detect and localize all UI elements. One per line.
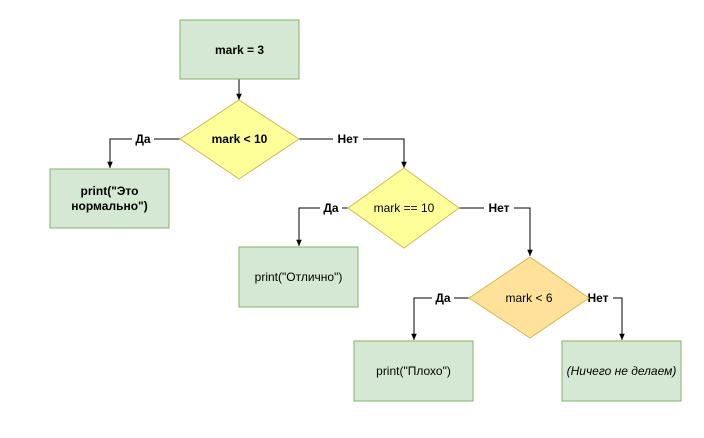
svg-text:Нет: Нет [337, 132, 358, 146]
start-node: mark = 3 [179, 19, 300, 80]
action-do-nothing-label: (Ничего не делаем) [567, 364, 677, 378]
edge-cond2-no [459, 207, 533, 256]
svg-text:Да: Да [135, 132, 151, 146]
action-print-excellent: print("Отлично") [238, 246, 359, 308]
decision-mark-eq-10-label: mark == 10 [374, 201, 435, 215]
edge-label-cond1-yes: Да [132, 131, 154, 147]
edge-label-cond1-no: Нет [333, 131, 363, 147]
edge-label-cond3-yes: Да [432, 290, 454, 306]
action-print-bad-label: print("Плохо") [376, 364, 451, 378]
action-print-normal-line2: нормально") [71, 199, 147, 213]
edge-label-cond3-no: Нет [583, 290, 613, 306]
decision-mark-lt-10: mark < 10 [179, 99, 300, 180]
action-print-normal: print("Это нормально") [49, 168, 170, 229]
svg-text:Да: Да [323, 201, 339, 215]
decision-mark-lt-6-label: mark < 6 [505, 291, 552, 305]
action-print-excellent-label: print("Отлично") [255, 270, 343, 284]
svg-text:Нет: Нет [488, 201, 509, 215]
svg-text:Да: Да [435, 291, 451, 305]
decision-mark-lt-6: mark < 6 [468, 256, 590, 339]
edge-cond1-yes [107, 138, 180, 168]
action-print-normal-line1: print("Это [81, 184, 139, 198]
edge-label-cond2-no: Нет [484, 200, 514, 216]
start-node-label: mark = 3 [215, 43, 264, 57]
svg-text:Нет: Нет [587, 291, 608, 305]
decision-mark-lt-10-label: mark < 10 [212, 132, 268, 146]
action-print-bad: print("Плохо") [353, 340, 474, 402]
action-do-nothing: (Ничего не делаем) [561, 340, 682, 402]
decision-mark-eq-10: mark == 10 [347, 167, 460, 249]
edge-label-cond2-yes: Да [320, 200, 342, 216]
